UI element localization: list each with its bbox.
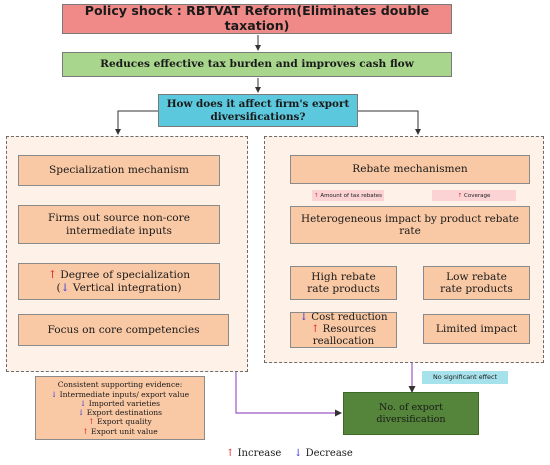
evidence-item-text: Export unit value	[88, 426, 158, 436]
evidence-item: ↓ Export destinations	[51, 408, 189, 417]
resources-line: ↑ Resources	[311, 324, 376, 336]
arrow-question-to-right-panel	[358, 110, 421, 135]
low-rebate-box: Low rebate rate products	[423, 266, 530, 300]
limited-impact-box: Limited impact	[423, 314, 530, 344]
low-line2: rate products	[440, 283, 513, 295]
tax-rebates-text: Amount of tax rebates	[320, 192, 383, 199]
focus-box: Focus on core competencies	[18, 314, 229, 346]
resources-text: Resources	[322, 323, 377, 335]
vertical-line: (↓ Vertical integration)	[57, 282, 182, 295]
effect-box: Reduces effective tax burden and improve…	[62, 52, 452, 77]
heterogeneous-box: Heterogeneous impact by product rebate r…	[290, 206, 530, 244]
tax-rebates-up-icon: ↑	[313, 192, 319, 199]
evidence-title: Consistent supporting evidence:	[57, 380, 183, 390]
rebate-text: Rebate mechanismen	[352, 163, 468, 176]
decrease-arrow-icon: ↓	[50, 389, 58, 399]
heterogeneous-text: Heterogeneous impact by product rebate r…	[301, 212, 519, 237]
arrow-question-to-left-panel	[115, 110, 158, 135]
policy-shock-box: Policy shock : RBTVAT Reform(Eliminates …	[62, 3, 452, 34]
decrease-arrow-icon: ↓	[79, 398, 87, 408]
question-box: How does it affect firm's export diversi…	[158, 94, 358, 127]
outsource-line2: intermediate inputs	[65, 224, 172, 237]
increase-arrow-icon: ↑	[88, 417, 95, 427]
low-line1: Low rebate	[446, 270, 507, 283]
degree-text: Degree of specialization	[60, 269, 191, 281]
evidence-item-text: Export quality	[94, 417, 152, 427]
evidence-item-text: Export destinations	[84, 408, 163, 417]
evidence-item-text: Imported varieties	[86, 398, 161, 408]
resources-up-icon: ↑	[310, 323, 320, 335]
legend-decrease-text: Decrease	[305, 448, 353, 459]
specialization-box: Specialization mechanism	[18, 155, 220, 186]
rebate-box: Rebate mechanismen	[290, 155, 530, 184]
evidence-item-text: Intermediate inputs/ export value	[57, 389, 190, 399]
degree-box: ↑ Degree of specialization (↓ Vertical i…	[18, 263, 220, 300]
policy-shock-title: Policy shock : RBTVAT Reform(Eliminates …	[84, 3, 430, 33]
decrease-arrow-icon: ↓	[60, 281, 70, 294]
cost-text: Cost reduction	[311, 311, 388, 323]
focus-text: Focus on core competencies	[47, 323, 200, 336]
evidence-list: ↓ Intermediate inputs/ export value↓ Imp…	[51, 390, 189, 436]
outsource-box: Firms out source non-core intermediate i…	[18, 205, 220, 244]
reallocation-text: reallocation	[312, 336, 375, 348]
specialization-text: Specialization mechanism	[49, 164, 189, 177]
legend-increase-text: Increase	[237, 448, 282, 459]
coverage-up-icon: ↑	[457, 192, 463, 199]
evidence-box: Consistent supporting evidence: ↓ Interm…	[35, 376, 205, 440]
vertical-open-paren: (	[56, 281, 61, 294]
outsource-line1: Firms out source non-core	[48, 212, 190, 224]
coverage-text: Coverage	[464, 192, 491, 199]
no-effect-text: No significant effect	[432, 372, 498, 381]
coverage-pill: ↑ Coverage	[432, 190, 516, 201]
outcome-text: No. of export diversification	[376, 402, 446, 425]
effect-text: Reduces effective tax burden and improve…	[100, 58, 414, 71]
outcome-box: No. of export diversification	[343, 392, 479, 435]
evidence-item: ↑ Export unit value	[51, 427, 189, 436]
tax-rebates-pill: ↑ Amount of tax rebates	[312, 190, 384, 201]
legend-increase-icon: ↑	[226, 448, 235, 459]
evidence-item: ↓ Intermediate inputs/ export value	[51, 390, 189, 399]
high-rebate-box: High rebate rate products	[290, 266, 397, 300]
legend-decrease-icon: ↓	[294, 448, 303, 459]
vertical-text: Vertical integration)	[72, 281, 182, 294]
high-line2: rate products	[307, 283, 380, 295]
high-line1: High rebate	[311, 270, 376, 283]
question-line1: How does it affect firm's export	[166, 98, 350, 111]
legend: ↑ Increase ↓ Decrease	[226, 448, 376, 462]
question-line2: diversifications?	[210, 110, 306, 123]
increase-arrow-icon: ↑	[82, 426, 89, 436]
increase-arrow-icon: ↑	[47, 269, 57, 281]
evidence-item: ↓ Imported varieties	[51, 399, 189, 408]
cost-reduction-box: ↓ Cost reduction ↑ Resources reallocatio…	[290, 312, 397, 348]
degree-line: ↑ Degree of specialization	[48, 269, 190, 282]
evidence-item: ↑ Export quality	[51, 417, 189, 426]
cost-down-icon: ↓	[299, 311, 309, 323]
limited-text: Limited impact	[435, 322, 518, 335]
no-effect-label: No significant effect	[422, 371, 508, 384]
decrease-arrow-icon: ↓	[77, 408, 85, 417]
cost-line: ↓ Cost reduction	[299, 312, 387, 324]
